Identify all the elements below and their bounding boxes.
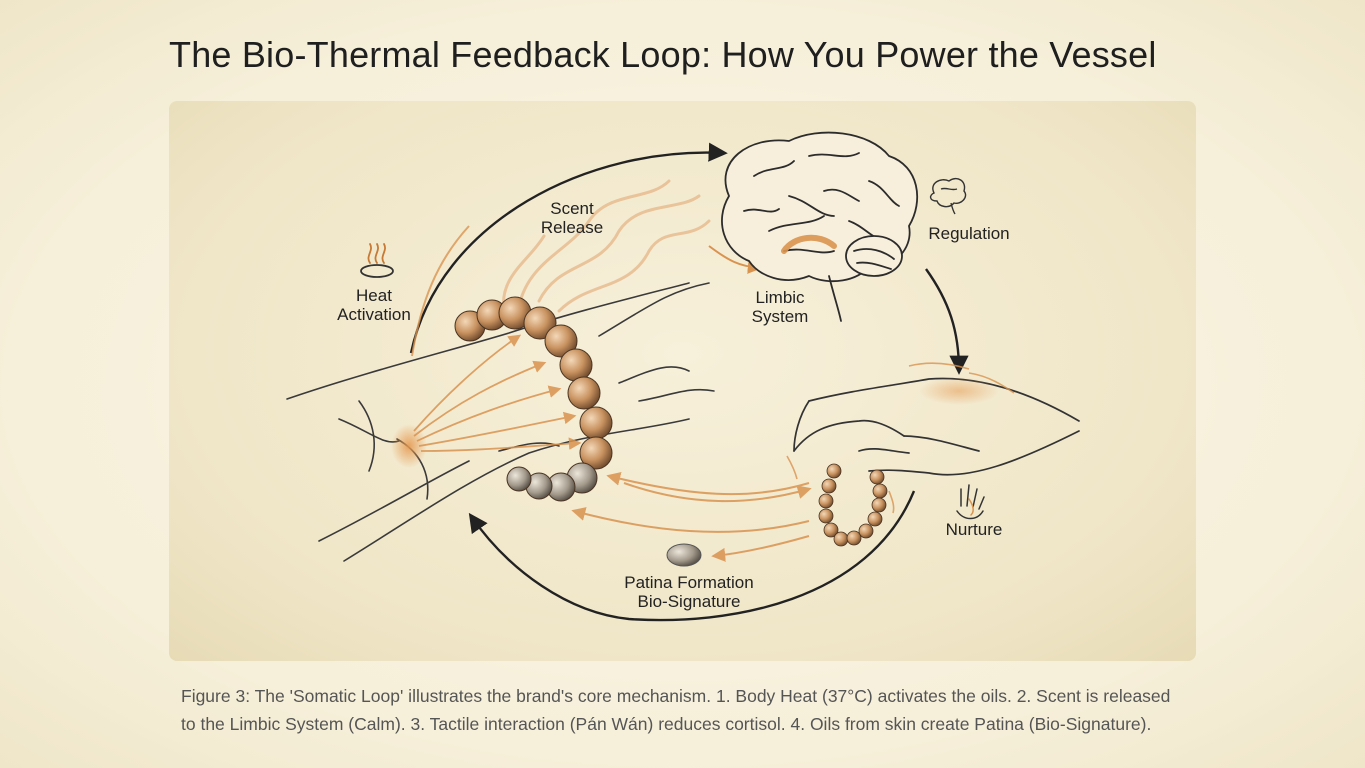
loop-arrow-bottom [468,490,916,622]
wrist-bracelet [454,296,613,502]
label-regulation: Regulation [928,224,1010,243]
hand-sketch [793,377,1080,476]
heat-arc [411,225,470,357]
label-scent-release: Scent Release [540,199,604,237]
nurture-icon [956,484,985,520]
label-patina-formation: Patina Formation Bio-Signature [624,573,754,611]
tactile-marks [786,362,1015,514]
patina-stone [666,543,702,567]
hand-beads [818,463,888,547]
limbic-highlight [781,234,837,254]
scent-smoke [502,179,711,313]
diagram-illustration [286,131,1080,622]
label-limbic-system: Limbic System [751,288,809,326]
loop-arrow-top [409,142,728,354]
figure-caption: Figure 3: The 'Somatic Loop' illustrates… [181,686,1171,734]
brain-sketch [721,131,918,322]
label-nurture: Nurture [945,520,1003,539]
heat-rays [413,334,582,452]
label-heat-activation: Heat Activation [337,286,411,324]
loop-arrow-right [925,268,969,375]
figure-panel: Heat Activation Scent Release Limbic Sys… [169,101,1196,661]
brain-icon [929,177,967,215]
oil-transfer-arrows [571,471,812,562]
page-title: The Bio-Thermal Feedback Loop: How You P… [169,34,1157,75]
heat-icon [360,243,394,278]
